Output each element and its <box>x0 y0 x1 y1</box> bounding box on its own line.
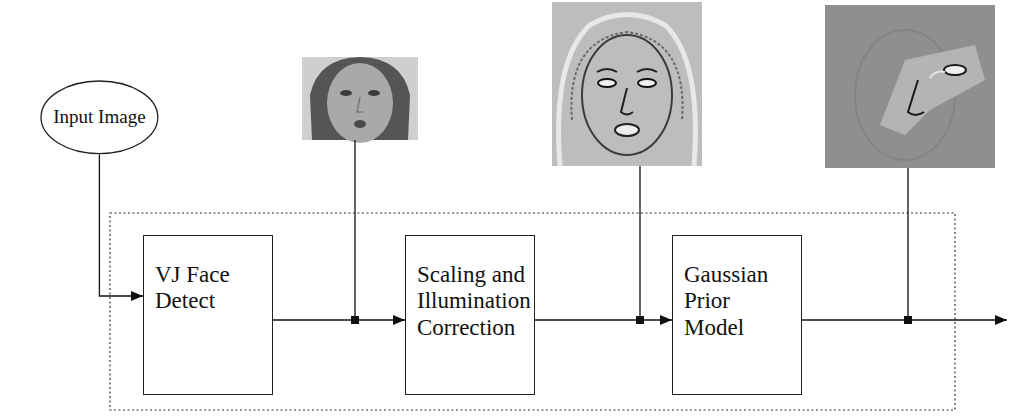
face-thumbnail <box>825 5 995 168</box>
face-outline <box>582 35 672 155</box>
input-ellipse: Input Image <box>40 80 159 155</box>
eye <box>638 79 656 87</box>
brow <box>637 69 657 72</box>
eye <box>598 79 616 87</box>
brow <box>597 69 617 72</box>
nose <box>621 88 633 115</box>
thumb-ground <box>552 2 702 166</box>
mouth <box>354 120 366 128</box>
node-label: Input Image <box>53 105 145 130</box>
face <box>327 63 393 143</box>
node-label: Scaling and Illumination Correction <box>417 262 528 341</box>
eye <box>944 65 966 75</box>
hair-edge <box>559 15 696 167</box>
face-thumbnail <box>302 57 418 143</box>
eye <box>368 90 380 96</box>
leader-line <box>354 140 355 320</box>
nose <box>908 80 924 115</box>
process-box: Scaling and Illumination Correction <box>405 235 535 395</box>
ellipse-shape <box>41 81 158 154</box>
process-box: VJ Face Detect <box>143 235 273 395</box>
flow-arrow <box>273 319 405 320</box>
leader-line <box>907 168 908 320</box>
node-label: VJ Face Detect <box>155 262 266 315</box>
flow-arrow <box>535 319 672 320</box>
lips <box>615 124 639 136</box>
highlight <box>930 72 945 78</box>
node-label: Gaussian Prior Model <box>684 262 795 341</box>
tap-dot <box>904 316 912 324</box>
thumb-ground <box>825 5 995 168</box>
face-thumbnail <box>552 2 702 166</box>
eye <box>340 90 352 96</box>
flow-arrow <box>99 155 143 296</box>
dotted-boundary <box>110 213 955 410</box>
leader-line <box>639 166 640 320</box>
nose <box>357 97 363 112</box>
hair-texture <box>571 32 682 120</box>
residual-patch <box>880 45 985 135</box>
process-box: Gaussian Prior Model <box>672 235 802 395</box>
